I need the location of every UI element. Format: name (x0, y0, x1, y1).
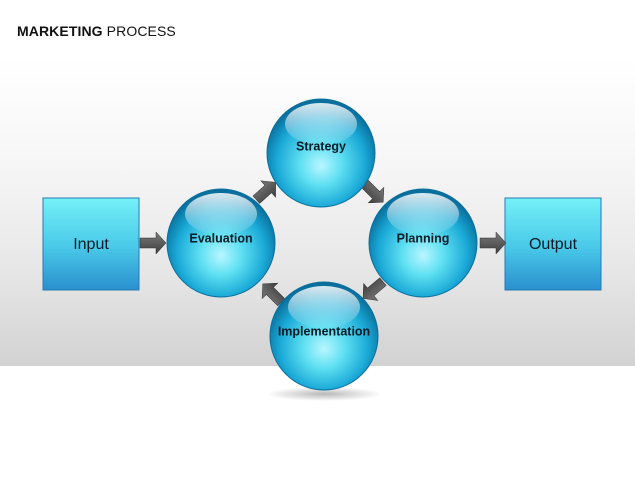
title-bold: MARKETING (17, 23, 103, 39)
node-implementation: Implementation (269, 281, 379, 391)
input-label: Input (73, 236, 109, 253)
node-evaluation: Evaluation (166, 188, 276, 298)
arrow-implementation-to-evaluation-icon (261, 282, 286, 307)
arrow-strategy-to-planning-icon (360, 179, 385, 204)
node-evaluation-label: Evaluation (189, 231, 252, 245)
page-title: MARKETING PROCESS (17, 23, 176, 39)
node-strategy-label: Strategy (296, 139, 346, 153)
node-implementation-label: Implementation (278, 324, 370, 338)
output-box: Output (504, 197, 602, 291)
node-planning: Planning (368, 188, 478, 298)
arrow-planning-to-implementation-icon (362, 277, 387, 301)
sphere-shadow (266, 387, 382, 401)
title-rest: PROCESS (102, 23, 176, 39)
node-strategy: Strategy (266, 98, 376, 208)
arrow-planning-to-output-icon (479, 231, 507, 255)
node-planning-label: Planning (397, 231, 450, 245)
output-label: Output (529, 236, 578, 253)
input-box: Input (42, 197, 140, 291)
arrow-input-to-evaluation-icon (139, 231, 167, 255)
arrow-evaluation-to-strategy-icon (252, 180, 276, 204)
